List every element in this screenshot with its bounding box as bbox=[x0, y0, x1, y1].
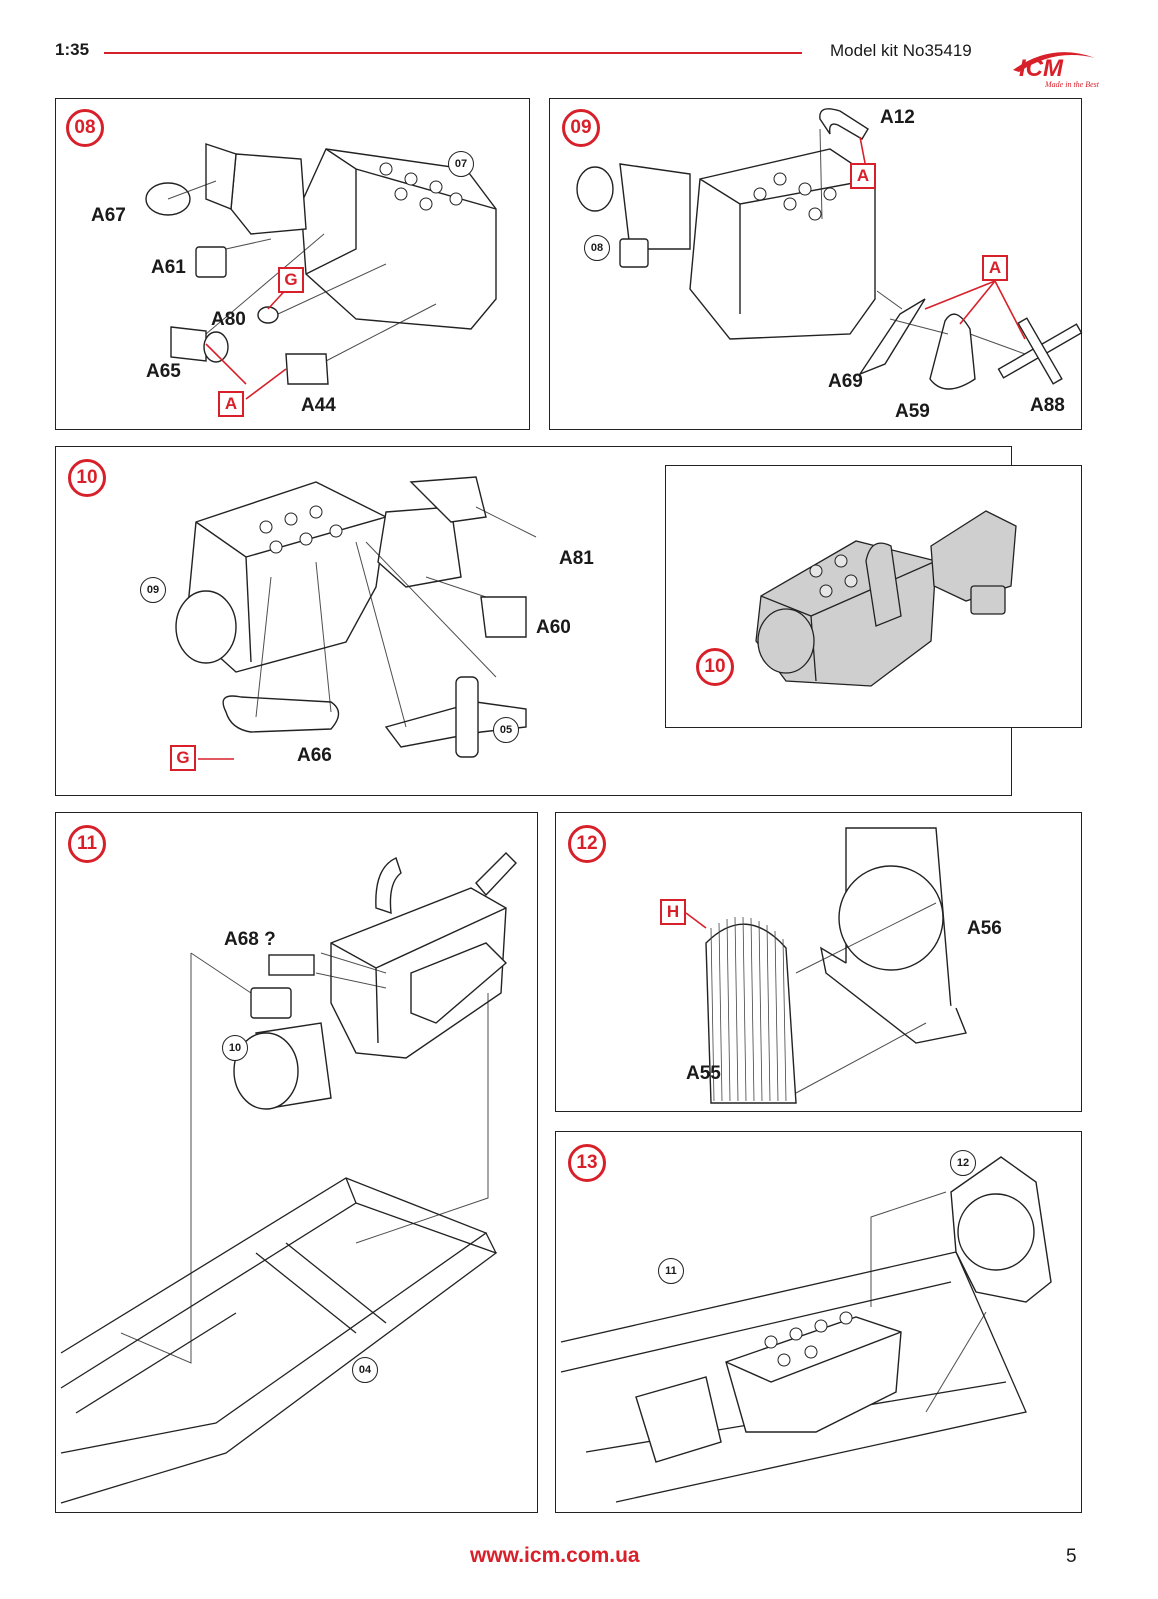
part-label: A69 bbox=[828, 371, 863, 392]
sprue-marker: A bbox=[850, 163, 876, 189]
step-08-panel: 08 07 A67 A61 A80 A65 A44 G A bbox=[55, 98, 530, 430]
step-number-badge: 11 bbox=[68, 825, 106, 863]
sprue-marker: H bbox=[660, 899, 686, 925]
step-11-illustration bbox=[60, 852, 517, 1504]
step-12-illustration bbox=[685, 827, 967, 1104]
part-label: A60 bbox=[536, 617, 571, 638]
step-number-badge: 12 bbox=[568, 825, 606, 863]
step-number-badge: 08 bbox=[66, 109, 104, 147]
part-label: A44 bbox=[301, 395, 336, 416]
reference-step-badge: 10 bbox=[222, 1035, 248, 1061]
part-label: A61 bbox=[151, 257, 186, 278]
svg-text:ICM: ICM bbox=[1019, 55, 1064, 82]
part-label: A12 bbox=[880, 107, 915, 128]
step-10-result-illustration bbox=[755, 510, 1017, 687]
step-number-badge: 10 bbox=[68, 459, 106, 497]
part-label: A68 ? bbox=[224, 929, 276, 950]
scale-label: 1:35 bbox=[55, 40, 90, 59]
step-09-illustration bbox=[576, 108, 1083, 390]
step-10-result-panel: 10 bbox=[665, 465, 1082, 728]
step-12-panel: 12 A56 A55 H bbox=[555, 812, 1082, 1112]
part-label: A67 bbox=[91, 205, 126, 226]
step-10-illustration bbox=[175, 476, 537, 760]
reference-step-badge: 11 bbox=[658, 1258, 684, 1284]
reference-step-badge: 12 bbox=[950, 1150, 976, 1176]
website-link[interactable]: www.icm.com.ua bbox=[470, 1544, 640, 1567]
step-11-panel: 11 10 04 A68 ? bbox=[55, 812, 538, 1513]
part-label: A80 bbox=[211, 309, 246, 330]
part-label: A56 bbox=[967, 918, 1002, 939]
svg-text:Made in the Best: Made in the Best bbox=[1044, 80, 1100, 89]
page-number: 5 bbox=[1066, 1546, 1077, 1567]
step-08-illustration bbox=[145, 143, 497, 400]
part-label: A81 bbox=[559, 548, 594, 569]
sprue-marker: G bbox=[278, 267, 304, 293]
sprue-marker: A bbox=[982, 255, 1008, 281]
kit-number: Model kit No35419 bbox=[830, 41, 972, 60]
step-13-panel: 13 12 11 bbox=[555, 1131, 1082, 1513]
reference-step-badge: 07 bbox=[448, 151, 474, 177]
step-number-badge: 10 bbox=[696, 648, 734, 686]
reference-step-badge: 05 bbox=[493, 717, 519, 743]
step-09-panel: 09 08 A12 A69 A59 A88 A A bbox=[549, 98, 1083, 430]
sprue-marker: G bbox=[170, 745, 196, 771]
header-rule bbox=[104, 52, 802, 54]
part-label: A59 bbox=[895, 401, 930, 422]
step-number-badge: 09 bbox=[562, 109, 600, 147]
part-label: A88 bbox=[1030, 395, 1065, 416]
reference-step-badge: 04 bbox=[352, 1357, 378, 1383]
step-number-badge: 13 bbox=[568, 1144, 606, 1182]
step-13-illustration bbox=[560, 1156, 1052, 1503]
reference-step-badge: 08 bbox=[584, 235, 610, 261]
part-label: A55 bbox=[686, 1063, 721, 1084]
part-label: A65 bbox=[146, 361, 181, 382]
sprue-marker: A bbox=[218, 391, 244, 417]
part-label: A66 bbox=[297, 745, 332, 766]
icm-logo: ICM Made in the Best bbox=[1005, 40, 1100, 90]
reference-step-badge: 09 bbox=[140, 577, 166, 603]
